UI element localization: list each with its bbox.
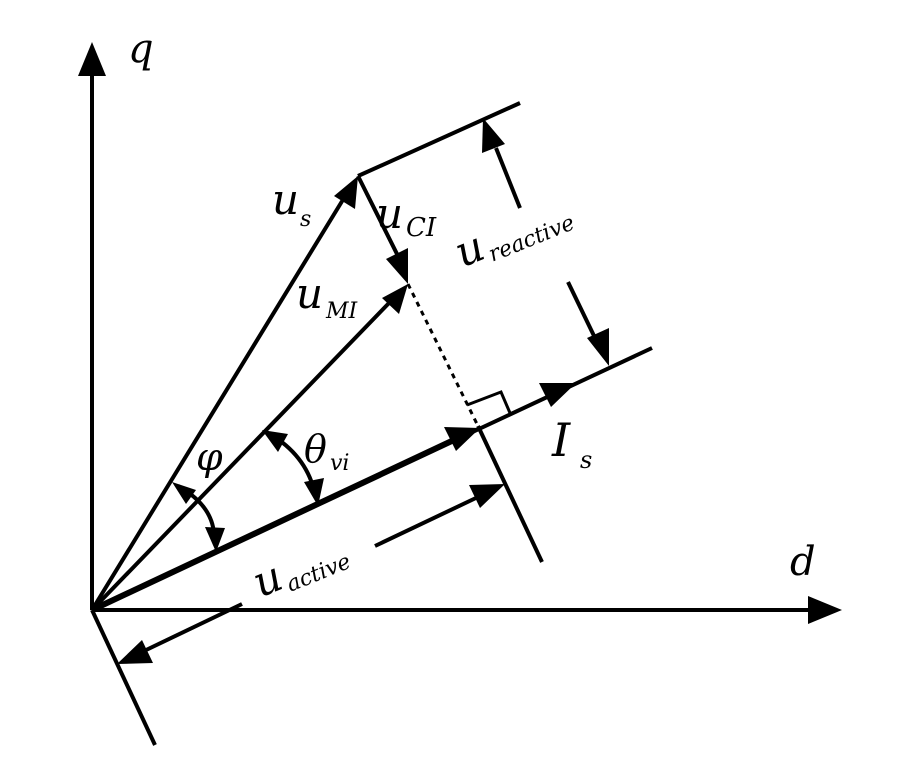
is-arrowhead [539,383,576,407]
phi-arc-arrowhead-top [172,482,196,504]
u-active-dim-left-arrowhead [117,640,153,664]
theta-arc-arrowhead-top [262,430,288,452]
q-axis-label: q [128,26,154,72]
theta-subscript: vi [330,451,349,476]
phi-arc-arrowhead [205,527,225,552]
origin-perpendicular-line [90,609,157,746]
u-active-label-group: u active [246,549,355,607]
u-active-dim-right-arrowhead [469,484,505,508]
theta-arc-arrowhead [304,478,324,506]
u-mi-vector [90,300,392,612]
u-ci-label: u [376,189,403,238]
projection-perpendicular-line [476,425,544,563]
u-ci-vector [356,175,400,257]
u-s-vector [90,196,346,612]
u-reactive-dim-lower-line [566,281,598,341]
u-reactive-label: u [448,221,491,277]
u-s-subscript: s [300,207,311,232]
u-mi-subscript: MI [325,299,359,324]
d-axis-arrowhead [808,596,842,624]
d-axis-label: d [790,539,816,585]
u-mi-label: u [296,269,323,318]
u-reactive-dim-lower-arrowhead [587,328,609,366]
u-active-vector [90,436,458,613]
u-reactive-subscript: reactive [485,210,578,267]
u-reactive-label-group: u reactive [448,210,579,277]
perpendicular-dotted-line [406,283,480,427]
top-parallel-line [357,101,521,178]
u-ci-arrowhead [386,248,408,284]
u-s-arrowhead [334,176,358,209]
i-s-label: I [551,413,571,467]
u-active-dim-left-line [143,602,243,653]
phi-label: φ [196,435,223,479]
q-axis-arrowhead [78,42,106,76]
u-ci-subscript: CI [406,213,437,243]
theta-label: θ [304,427,327,471]
u-active-subscript: active [283,549,354,597]
u-s-label: u [272,175,299,224]
u-active-label: u [246,551,289,607]
u-active-arrowhead [444,427,480,451]
i-s-subscript: s [580,446,592,474]
u-mi-arrowhead [382,284,408,314]
u-reactive-dim-upper-arrowhead [482,118,505,153]
u-reactive-dim-upper-line [494,147,522,209]
right-angle-mark [466,390,512,414]
u-active-dim-right-line [374,495,479,548]
